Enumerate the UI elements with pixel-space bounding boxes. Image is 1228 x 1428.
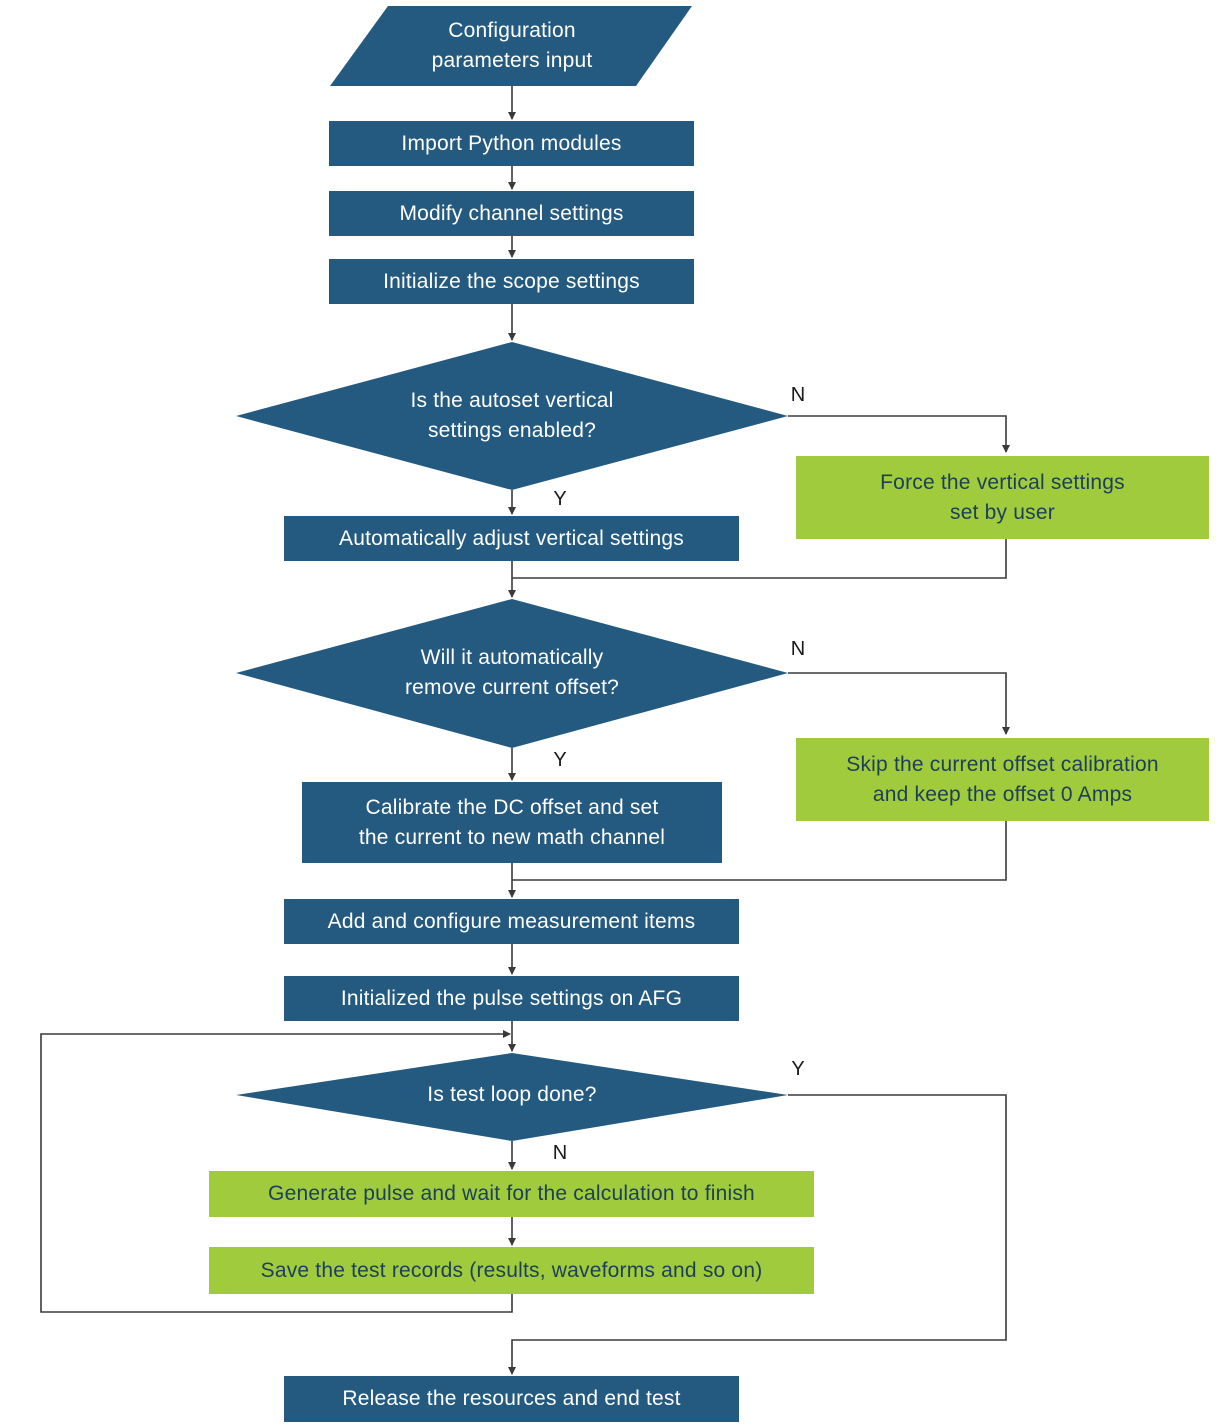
connectors: [40, 86, 1010, 1375]
auto-adjust-shape: [284, 516, 739, 561]
calibrate-dc-label: Calibrate the DC offset and set the curr…: [358, 795, 666, 849]
offset-decision-shape: [236, 599, 788, 748]
add-measurements-label: Add and configure measurement items: [327, 909, 696, 933]
autoset-no-label: N: [790, 384, 806, 406]
modify-channel-label: Modify channel settings: [399, 201, 624, 225]
edge-skip-offset-merge: [512, 821, 1007, 881]
release-shape: [284, 1376, 739, 1422]
save-records-label: Save the test records (results, waveform…: [260, 1258, 763, 1282]
modify-channel-shape: [329, 191, 694, 236]
init-pulse-shape: [284, 976, 739, 1021]
autoset-yes-label: Y: [553, 488, 567, 510]
generate-pulse-shape: [209, 1171, 814, 1217]
edge-autoset-no: [788, 415, 1010, 453]
generate-pulse-label: Generate pulse and wait for the calculat…: [268, 1182, 755, 1205]
edge-loop-back: [40, 1030, 513, 1313]
init-scope-shape: [329, 259, 694, 304]
add-measurements-shape: [284, 899, 739, 944]
force-vertical-shape: [796, 456, 1209, 539]
edge-offset-no: [788, 672, 1010, 735]
skip-offset-shape: [796, 738, 1209, 821]
auto-adjust-label: Automatically adjust vertical settings: [339, 526, 684, 550]
release-label: Release the resources and end test: [342, 1387, 681, 1410]
save-records-shape: [209, 1247, 814, 1294]
autoset-decision-label: Is the autoset vertical settings enabled…: [410, 389, 614, 442]
import-modules-shape: [329, 121, 694, 166]
loop-decision-shape: [236, 1053, 788, 1141]
offset-no-label: N: [790, 638, 806, 660]
init-pulse-label: Initialized the pulse settings on AFG: [340, 986, 683, 1010]
loop-no-label: N: [552, 1142, 568, 1164]
loop-yes-label: Y: [791, 1058, 805, 1080]
offset-decision-label: Will it automatically remove current off…: [404, 646, 620, 699]
loop-decision-label: Is test loop done?: [427, 1083, 597, 1106]
force-vertical-label: Force the vertical settings set by user: [880, 470, 1125, 524]
calibrate-dc-shape: [302, 782, 722, 863]
config-input-label: Configuration parameters input: [431, 19, 593, 72]
edge-loop-yes: [508, 1094, 1007, 1375]
init-scope-label: Initialize the scope settings: [383, 269, 640, 293]
edge-force-vertical-merge: [512, 539, 1007, 579]
config-input-shape: [330, 6, 692, 86]
import-modules-label: Import Python modules: [401, 131, 622, 155]
offset-yes-label: Y: [553, 749, 567, 771]
skip-offset-label: Skip the current offset calibration and …: [846, 752, 1159, 806]
autoset-decision-shape: [236, 342, 788, 490]
